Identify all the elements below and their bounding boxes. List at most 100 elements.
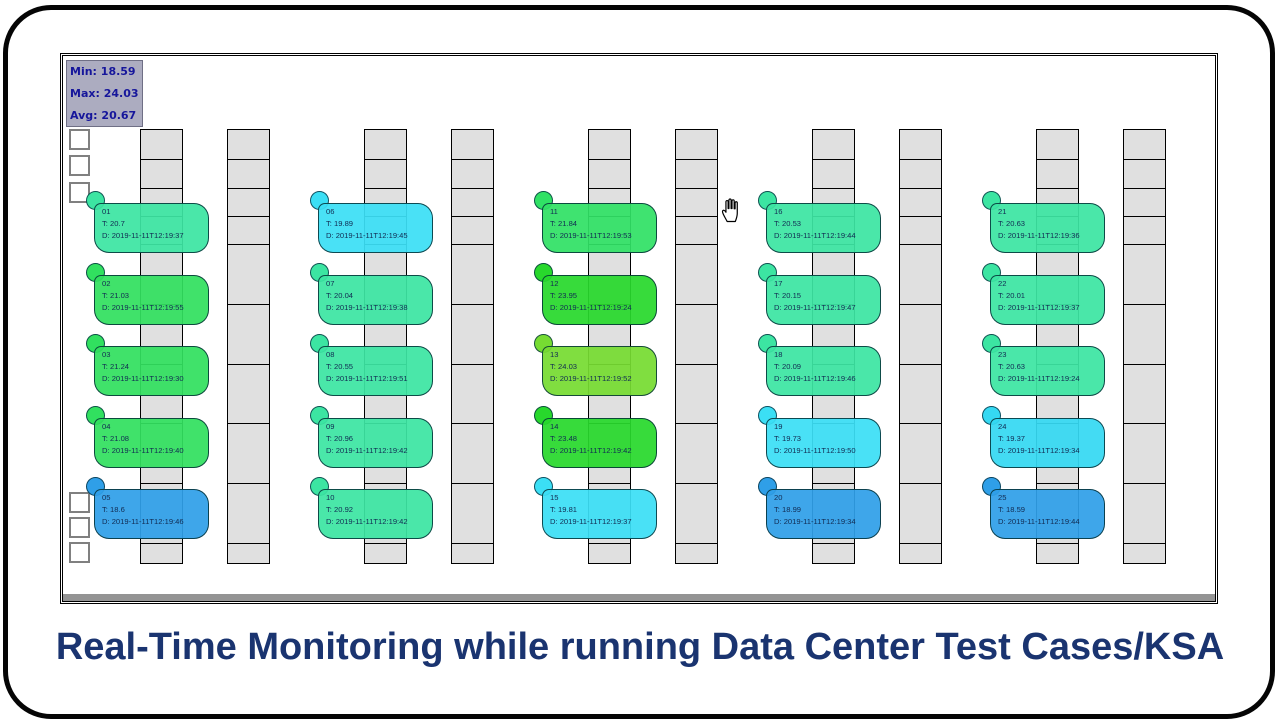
sensor-card-15[interactable]: 15 T: 19.81 D: 2019-11-11T12:19:37 [542, 489, 657, 539]
grid-line [452, 159, 493, 160]
rack-slot-checkbox[interactable] [69, 129, 90, 150]
grid-line [228, 159, 269, 160]
stat-max: Max: 24.03 [70, 87, 139, 100]
grid-line [365, 483, 406, 484]
grid-line [452, 304, 493, 305]
sensor-date: D: 2019-11-11T12:19:42 [326, 516, 408, 526]
grid-line [452, 423, 493, 424]
grid-line [1124, 159, 1165, 160]
rack-slot-checkbox[interactable] [69, 542, 90, 563]
sensor-date: D: 2019-11-11T12:19:38 [326, 302, 408, 312]
grid-line [589, 159, 630, 160]
grid-line [141, 159, 182, 160]
sensor-date: D: 2019-11-11T12:19:24 [550, 302, 632, 312]
sensor-id: 15 [550, 493, 559, 502]
sensor-id: 22 [998, 279, 1007, 288]
sensor-id: 02 [102, 279, 111, 288]
grid-line [676, 159, 717, 160]
sensor-temp: T: 21.84 [550, 218, 578, 228]
grid-line [676, 483, 717, 484]
sensor-temp: T: 19.73 [774, 433, 802, 443]
sensor-date: D: 2019-11-11T12:19:46 [102, 516, 184, 526]
sensor-temp: T: 19.81 [550, 504, 578, 514]
grid-line [813, 483, 854, 484]
sensor-temp: T: 18.6 [102, 504, 125, 514]
sensor-date: D: 2019-11-11T12:19:37 [550, 516, 632, 526]
sensor-date: D: 2019-11-11T12:19:55 [102, 302, 184, 312]
sensor-card-22[interactable]: 22 T: 20.01 D: 2019-11-11T12:19:37 [990, 275, 1105, 325]
sensor-temp: T: 20.96 [326, 433, 354, 443]
sensor-temp: T: 23.95 [550, 290, 578, 300]
grid-line [900, 159, 941, 160]
grid-line [1124, 483, 1165, 484]
grid-line [676, 304, 717, 305]
sensor-temp: T: 20.92 [326, 504, 354, 514]
grid-line [365, 543, 406, 544]
sensor-temp: T: 21.24 [102, 361, 130, 371]
rack-strip [1123, 129, 1166, 564]
sensor-date: D: 2019-11-11T12:19:42 [326, 445, 408, 455]
sensor-temp: T: 19.37 [998, 433, 1026, 443]
sensor-id: 16 [774, 207, 783, 216]
sensor-temp: T: 18.99 [774, 504, 802, 514]
grid-line [365, 188, 406, 189]
sensor-card-10[interactable]: 10 T: 20.92 D: 2019-11-11T12:19:42 [318, 489, 433, 539]
rack-slot-checkbox[interactable] [69, 492, 90, 513]
grid-line [1124, 304, 1165, 305]
grid-line [452, 244, 493, 245]
grid-line [141, 543, 182, 544]
grid-line [676, 423, 717, 424]
sensor-temp: T: 23.48 [550, 433, 578, 443]
sensor-id: 18 [774, 350, 783, 359]
sensor-date: D: 2019-11-11T12:19:40 [102, 445, 184, 455]
sensor-temp: T: 24.03 [550, 361, 578, 371]
rack-slot-checkbox[interactable] [69, 155, 90, 176]
grid-line [452, 364, 493, 365]
rack-strip [227, 129, 270, 564]
grid-line [589, 188, 630, 189]
sensor-date: D: 2019-11-11T12:19:47 [774, 302, 856, 312]
grid-line [676, 364, 717, 365]
sensor-id: 25 [998, 493, 1007, 502]
grid-line [452, 188, 493, 189]
sensor-id: 14 [550, 422, 559, 431]
page-title: Real-Time Monitoring while running Data … [55, 626, 1225, 668]
grid-line [900, 423, 941, 424]
grid-line [452, 543, 493, 544]
sensor-temp: T: 19.89 [326, 218, 354, 228]
sensor-date: D: 2019-11-11T12:19:34 [998, 445, 1080, 455]
grid-line [900, 543, 941, 544]
sensor-temp: T: 20.15 [774, 290, 802, 300]
grid-line [1124, 216, 1165, 217]
sensor-temp: T: 20.01 [998, 290, 1026, 300]
sensor-temp: T: 20.09 [774, 361, 802, 371]
grid-line [813, 188, 854, 189]
sensor-id: 10 [326, 493, 335, 502]
sensor-date: D: 2019-11-11T12:19:37 [998, 302, 1080, 312]
rack-slot-checkbox[interactable] [69, 517, 90, 538]
grid-line [1037, 188, 1078, 189]
